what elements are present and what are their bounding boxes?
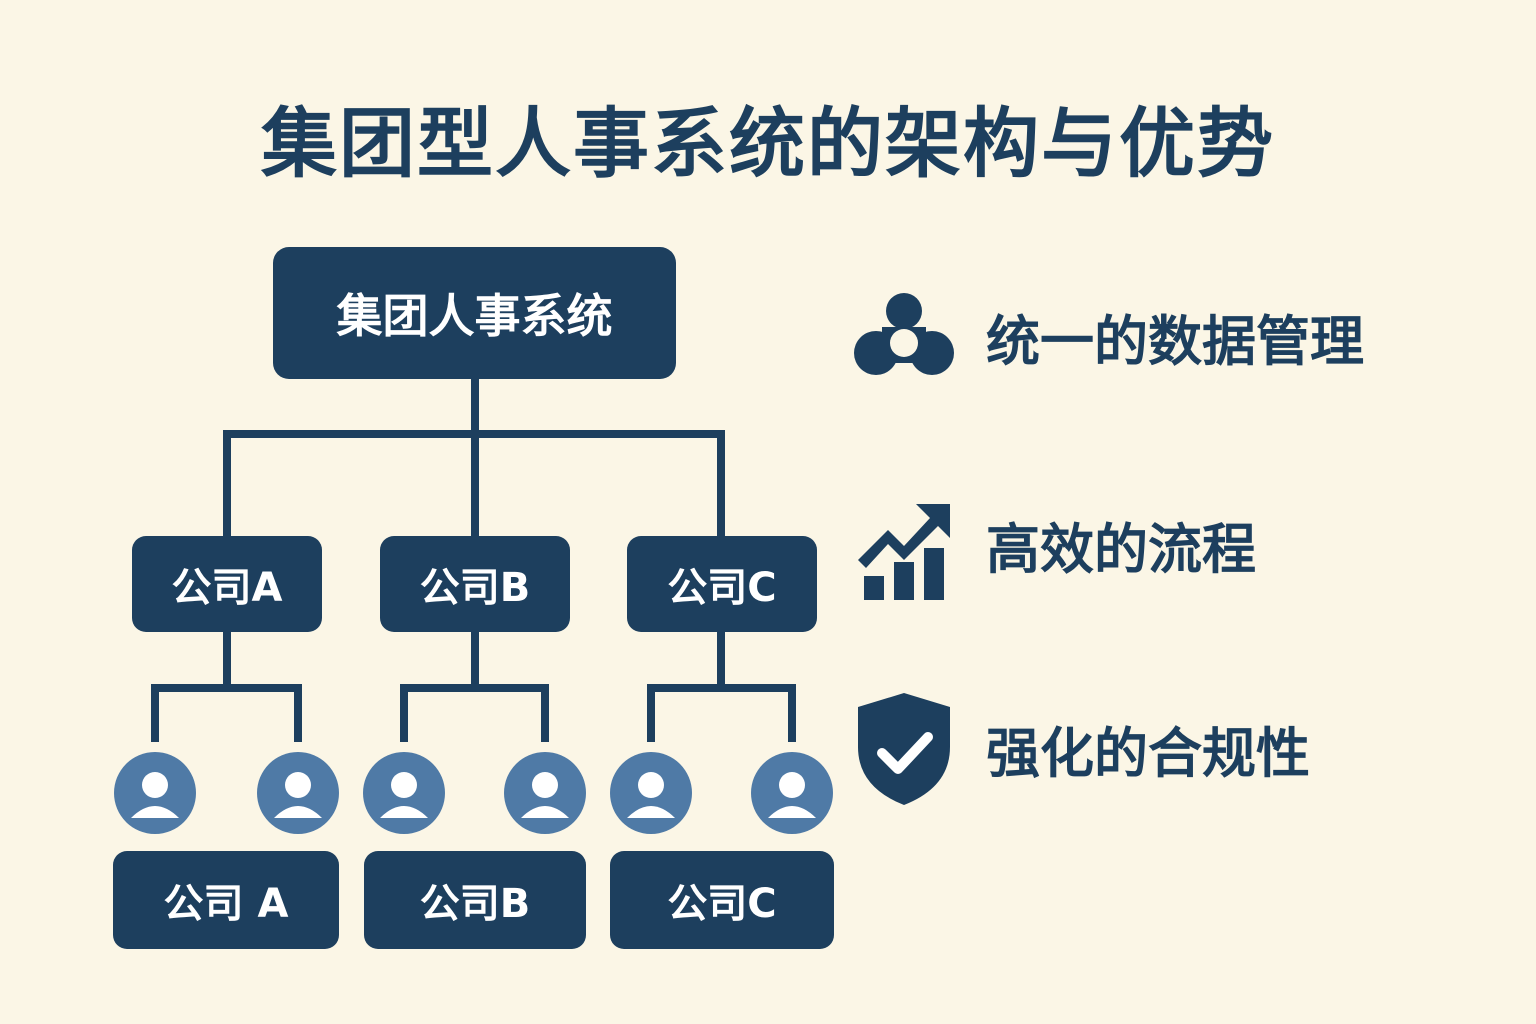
employee-avatar-icon [504, 752, 586, 834]
employee-avatar-icon [257, 752, 339, 834]
employee-avatar-icon [751, 752, 833, 834]
company-a-bottom-node: 公司 A [113, 851, 339, 949]
page-title: 集团型人事系统的架构与优势 [261, 99, 1275, 188]
shield-check-icon [858, 693, 950, 805]
group-hr-system-node: 集团人事系统 [273, 247, 676, 379]
feature-unified-data: 统一的数据管理 [852, 276, 1364, 396]
network-nodes-icon [854, 293, 954, 375]
employee-avatar-icon [114, 752, 196, 834]
feature-label: 高效的流程 [986, 517, 1256, 581]
company-a-node: 公司A [132, 536, 322, 632]
feature-compliance: 强化的合规性 [852, 688, 1310, 808]
feature-label: 强化的合规性 [986, 721, 1310, 785]
company-b-bottom-node: 公司B [364, 851, 586, 949]
company-b-node: 公司B [380, 536, 570, 632]
growth-chart-icon [858, 504, 950, 600]
company-c-bottom-node: 公司C [610, 851, 834, 949]
employee-avatar-icon [363, 752, 445, 834]
feature-efficient-process: 高效的流程 [852, 484, 1256, 604]
employee-avatar-icon [610, 752, 692, 834]
company-c-node: 公司C [627, 536, 817, 632]
feature-label: 统一的数据管理 [986, 309, 1364, 373]
